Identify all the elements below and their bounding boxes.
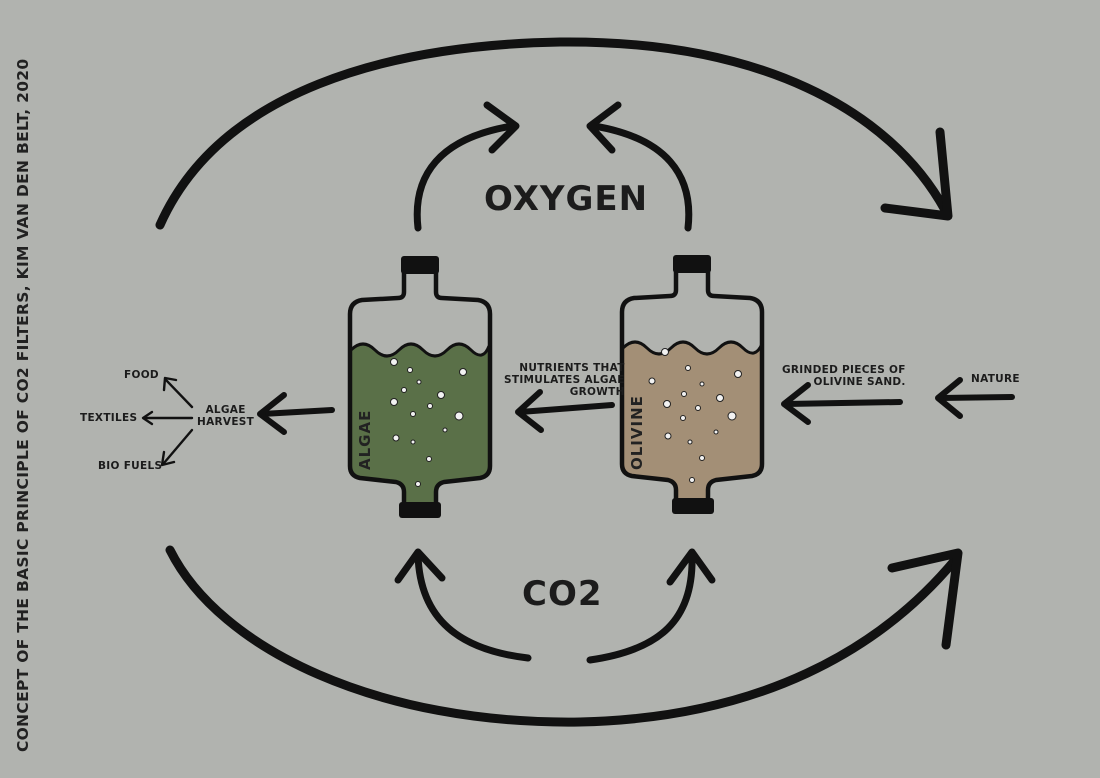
algae-bottle-label: ALGAE bbox=[356, 409, 374, 470]
bottom-cycle-arrowhead bbox=[887, 548, 963, 650]
co2-label: CO2 bbox=[522, 574, 603, 614]
algae-liquid bbox=[351, 345, 489, 506]
harvest-line-1: ALGAE bbox=[205, 404, 246, 416]
co2-arrow-right bbox=[586, 551, 696, 664]
harvest-arrow-head bbox=[257, 392, 287, 435]
side-title: CONCEPT OF THE BASIC PRINCIPLE OF CO2 FI… bbox=[14, 59, 32, 752]
nature-arrow-head bbox=[935, 377, 963, 419]
oxygen-arrow-left-head bbox=[483, 101, 520, 154]
co2-arrow-right-head bbox=[666, 548, 716, 586]
side-title-year: , 2020 bbox=[14, 58, 32, 115]
oxygen-arrow-left bbox=[413, 122, 516, 232]
top-cycle-arrow bbox=[155, 37, 950, 230]
algae-bubbles bbox=[390, 358, 467, 487]
oxygen-arrow-right-head bbox=[586, 101, 622, 154]
grinded-line-1: GRINDED PIECES OF bbox=[782, 364, 906, 376]
grinded-label: GRINDED PIECES OF OLIVINE SAND. bbox=[782, 364, 906, 388]
top-cycle-arrowhead bbox=[880, 127, 953, 221]
bio-fuels-label: BIO FUELS bbox=[98, 460, 163, 472]
oxygen-label: OXYGEN bbox=[484, 179, 649, 219]
olivine-bottle-label: OLIVINE bbox=[628, 395, 646, 470]
textiles-label: TEXTILES bbox=[80, 412, 138, 424]
nutrients-label: NUTRIENTS THAT STIMULATES ALGAE GROWTH bbox=[504, 362, 625, 398]
biofuels-arrow-head bbox=[160, 450, 176, 467]
biofuels-arrow bbox=[162, 428, 194, 465]
nature-arrow bbox=[937, 394, 1015, 401]
nutrients-line-2: STIMULATES ALGAE bbox=[504, 374, 625, 387]
food-arrow bbox=[164, 378, 194, 409]
co2-arrow-left-head bbox=[394, 548, 446, 584]
bottom-cycle-arrow bbox=[165, 545, 960, 727]
algae-bottle bbox=[347, 256, 493, 518]
food-label: FOOD bbox=[124, 369, 159, 381]
nature-label: NATURE bbox=[971, 373, 1020, 385]
olivine-input-arrow-head bbox=[781, 382, 811, 425]
nutrients-arrow-head bbox=[515, 389, 544, 433]
nutrients-line-3: GROWTH bbox=[569, 386, 625, 399]
algae-wave-line bbox=[349, 342, 491, 358]
nutrients-arrow bbox=[517, 402, 615, 415]
olivine-bottle bbox=[619, 255, 765, 514]
food-arrow-head bbox=[162, 376, 178, 392]
harvest-line-2: HARVEST bbox=[197, 416, 255, 429]
algae-harvest-label: ALGAE HARVEST bbox=[197, 404, 254, 428]
grinded-line-2: OLIVINE SAND. bbox=[813, 376, 906, 389]
harvest-arrow bbox=[259, 407, 335, 417]
olivine-liquid bbox=[623, 343, 762, 502]
co2-arrow-left bbox=[414, 551, 532, 662]
side-title-author: , KIM VAN DEN BELT bbox=[14, 114, 32, 292]
side-title-main: CONCEPT OF THE BASIC PRINCIPLE OF CO2 FI… bbox=[14, 291, 32, 752]
olivine-top-cap bbox=[673, 255, 711, 273]
algae-top-cap bbox=[401, 256, 439, 274]
nutrients-line-1: NUTRIENTS THAT bbox=[519, 362, 625, 374]
olivine-bubbles bbox=[648, 348, 742, 483]
olivine-wave-line bbox=[621, 340, 764, 356]
olivine-input-arrow bbox=[783, 399, 903, 407]
algae-bottom-cap bbox=[399, 502, 441, 518]
oxygen-arrow-right bbox=[590, 122, 693, 232]
textiles-arrow-head bbox=[141, 410, 154, 426]
olivine-bottom-cap bbox=[672, 498, 714, 514]
